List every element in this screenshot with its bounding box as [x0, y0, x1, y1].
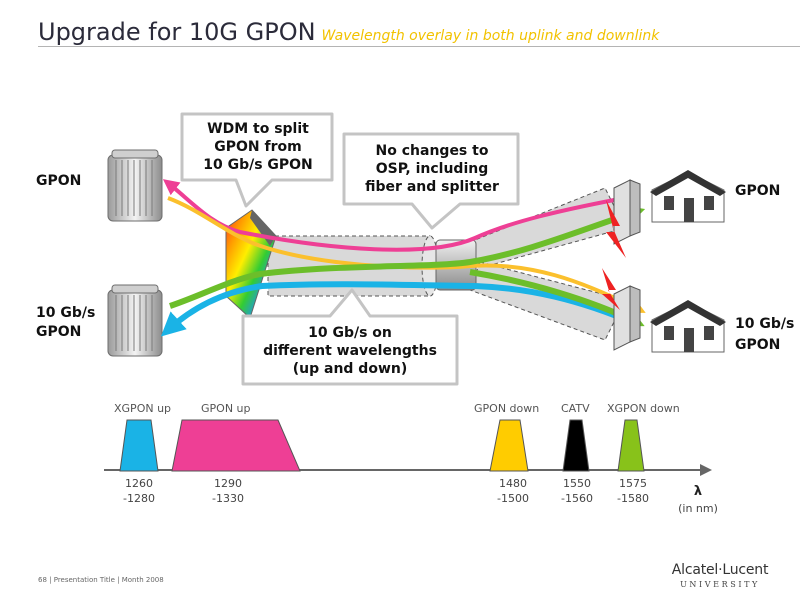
range-xgpon-down-start: 1575: [619, 477, 647, 490]
label-10g-left-line2: GPON: [36, 324, 82, 340]
range-gpon-up-end: -1330: [212, 492, 244, 505]
olt-10g-gpon: [107, 284, 163, 357]
callout-text-wavelengths: 10 Gb/s on different wavelengths (up and…: [246, 324, 454, 378]
label-10g-right-line2: GPON: [735, 337, 781, 353]
callout-text-osp: No changes to OSP, including fiber and s…: [348, 142, 516, 196]
range-catv-end: -1560: [561, 492, 593, 505]
callout-text-wdm: WDM to split GPON from 10 Gb/s GPON: [186, 120, 330, 174]
callout-wdm-line1: WDM to split: [207, 121, 309, 137]
house-gpon: [650, 170, 726, 223]
slide-footer: 68 | Presentation Title | Month 2008: [38, 576, 164, 584]
callout-wavelengths-line3: (up and down): [292, 361, 408, 377]
label-10g-right-line1: 10 Gb/s: [735, 316, 795, 332]
range-xgpon-down-end: -1580: [617, 492, 649, 505]
callout-box-wdm: [180, 112, 334, 208]
band-label-gpon-down: GPON down: [474, 402, 540, 415]
callout-osp-line1: No changes to: [375, 143, 489, 159]
callout-wdm-line3: 10 Gb/s GPON: [203, 157, 313, 173]
callout-wavelengths-line1: 10 Gb/s on: [308, 325, 392, 341]
axis-unit-label: (in nm): [678, 502, 718, 515]
title-underline: [38, 46, 800, 47]
range-gpon-up-start: 1290: [214, 477, 242, 490]
ont-top: [613, 179, 641, 245]
logo-subtitle: UNIVERSITY: [680, 580, 760, 589]
interference-bolt-top: [606, 200, 626, 258]
range-gpon-down: 1480 -1500: [483, 476, 543, 506]
company-logo: Alcatel·Lucent UNIVERSITY: [668, 562, 772, 589]
callout-wdm-line2: GPON from: [214, 139, 302, 155]
range-xgpon-down: 1575 -1580: [603, 476, 663, 506]
callout-box-wavelengths: [241, 288, 459, 386]
xgpon-downstream-path: [169, 204, 646, 309]
band-gpon-up: [171, 419, 301, 472]
callout-osp-line2: OSP, including: [375, 161, 489, 177]
range-xgpon-up-start: 1260: [125, 477, 153, 490]
band-label-xgpon-up: XGPON up: [114, 402, 172, 415]
xgpon-upstream-path: [160, 281, 638, 337]
band-label-gpon-up: GPON up: [201, 402, 251, 415]
callout-osp-line3: fiber and splitter: [365, 179, 499, 195]
band-gpon-down: [489, 419, 529, 472]
callout-wavelengths-line2: different wavelengths: [263, 343, 437, 359]
slide-subtitle: Wavelength overlay in both uplink and do…: [321, 28, 660, 44]
spectrum-axis-arrow: [700, 464, 712, 476]
range-catv-start: 1550: [563, 477, 591, 490]
range-xgpon-up: 1260 -1280: [109, 476, 169, 506]
range-xgpon-up-end: -1280: [123, 492, 155, 505]
range-catv: 1550 -1560: [547, 476, 607, 506]
band-xgpon-up: [119, 419, 159, 472]
band-label-catv: CATV: [561, 402, 590, 415]
band-catv: [562, 419, 590, 472]
ont-bottom: [613, 285, 641, 351]
band-label-xgpon-down: XGPON down: [607, 402, 680, 415]
range-gpon-down-start: 1480: [499, 477, 527, 490]
callout-box-osp: [342, 132, 520, 230]
label-gpon-right: GPON: [735, 183, 781, 199]
label-gpon-left: GPON: [36, 173, 82, 189]
range-gpon-up: 1290 -1330: [198, 476, 258, 506]
axis-lambda-symbol: λ: [693, 484, 703, 499]
slide-title-row: Upgrade for 10G GPON Wavelength overlay i…: [38, 18, 659, 46]
olt-gpon: [107, 149, 163, 222]
band-xgpon-down: [617, 419, 645, 472]
range-gpon-down-end: -1500: [497, 492, 529, 505]
logo-wordmark: Alcatel·Lucent: [671, 562, 769, 578]
interference-bolt-bottom: [602, 268, 620, 310]
label-10g-left-line1: 10 Gb/s: [36, 305, 96, 321]
slide-title: Upgrade for 10G GPON: [38, 18, 316, 46]
house-10g-gpon: [650, 300, 726, 353]
